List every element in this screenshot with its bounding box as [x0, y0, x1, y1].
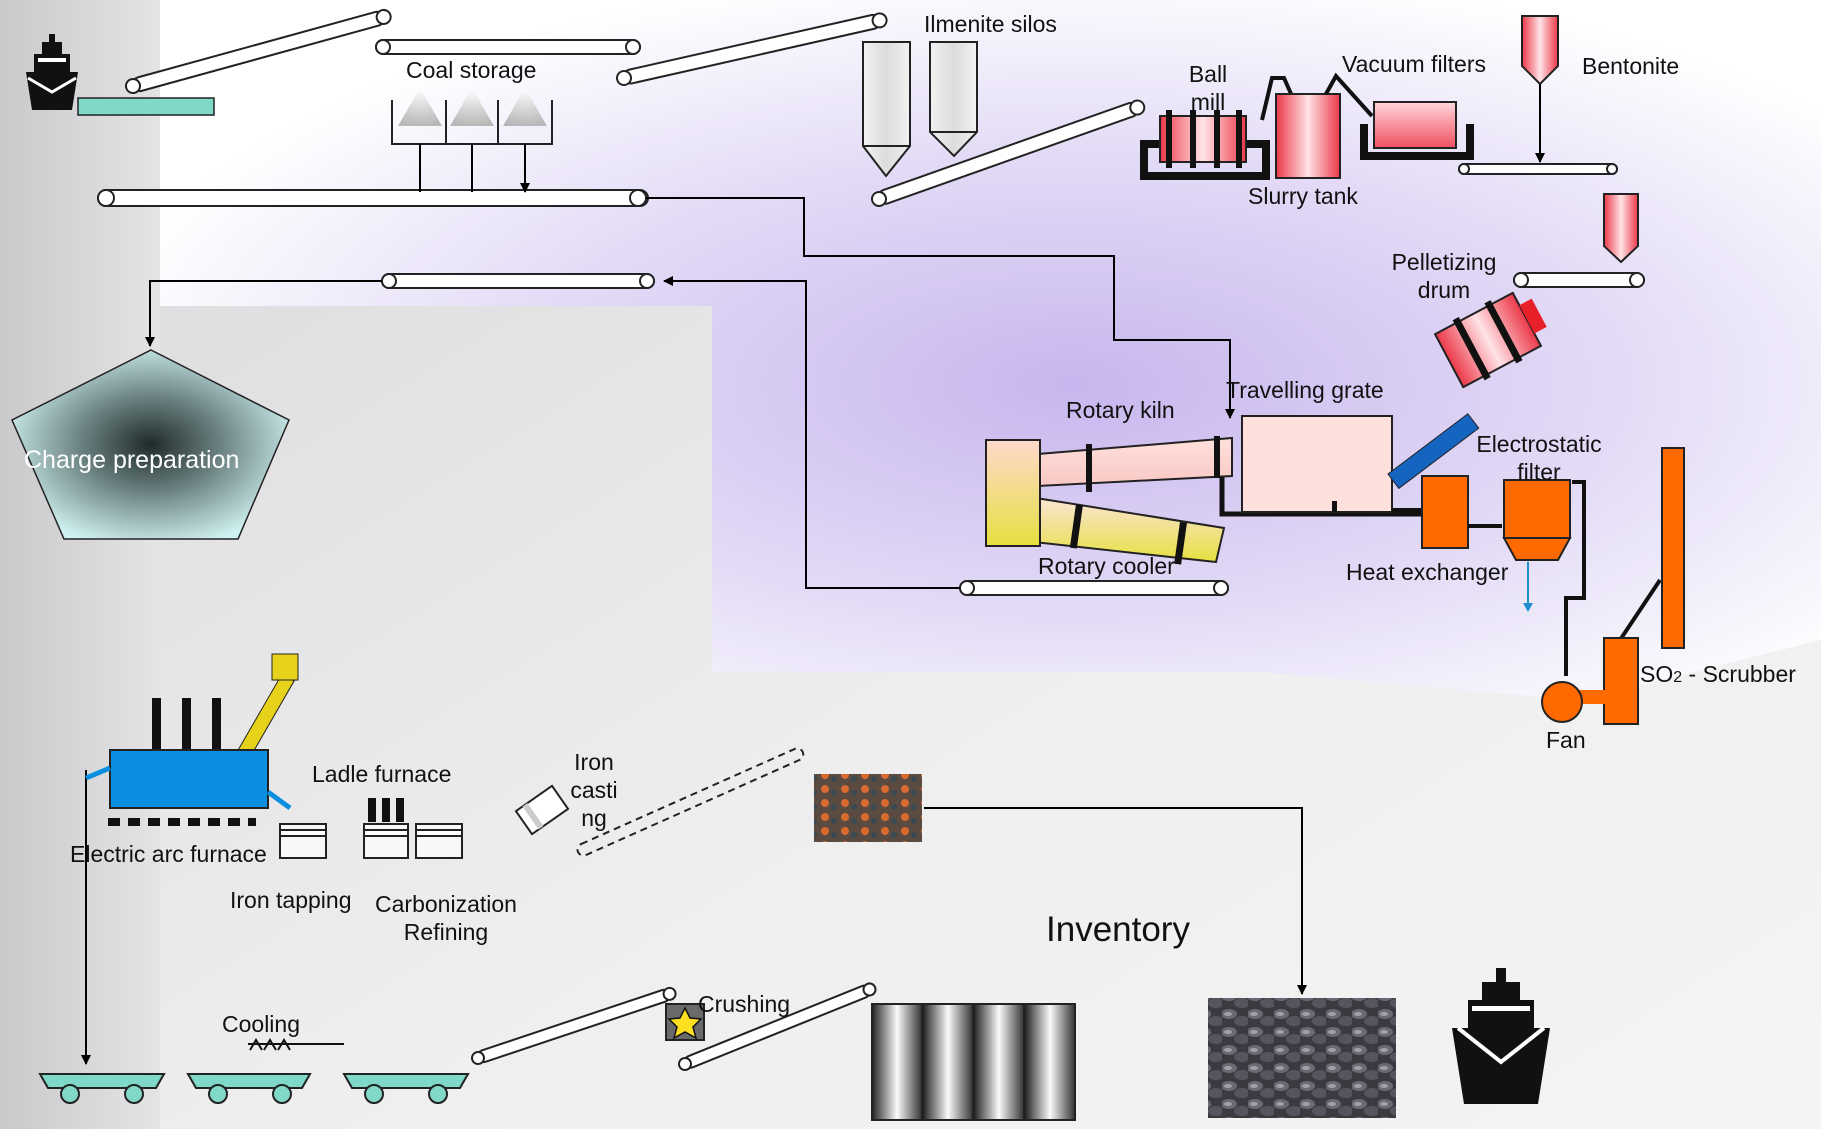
ball-mill-label-line: Ball [1188, 61, 1228, 87]
conveyor-belt [1513, 272, 1645, 288]
fan-label: Fan [1546, 727, 1586, 753]
iron-tapping-label: Iron tapping [230, 887, 352, 913]
fan-unit [1541, 681, 1583, 723]
dock-platform [77, 97, 215, 116]
ladle [279, 823, 463, 859]
conveyor-belts [97, 8, 1645, 1071]
inventory-label: Inventory [1046, 910, 1190, 949]
conveyor-belt [1458, 163, 1618, 175]
gas-duct [1564, 480, 1586, 676]
bentonite-hopper [1521, 15, 1559, 163]
flow-lines [81, 197, 1307, 1065]
ship-icon [1452, 968, 1550, 1104]
rotary-kiln-label: Rotary kiln [1066, 397, 1175, 423]
casting-conveyor [576, 747, 805, 857]
kiln-feed-box [985, 439, 1041, 547]
conveyor-belt [375, 39, 641, 55]
slurry-tank-label: Slurry tank [1248, 183, 1358, 209]
pelletizing-drum-label-line: Pelletizing [1391, 249, 1497, 275]
carbonization-refining-label-line: Carbonization [375, 891, 517, 917]
charge-preparation-pentagon [11, 349, 290, 540]
pelletizing-drum-label: Pelletizing drum [1384, 248, 1504, 304]
ball-mill-label: Ball mill [1182, 60, 1234, 116]
electric-arc-furnace-label: Electric arc furnace [70, 841, 267, 867]
rotary-kiln [1037, 436, 1233, 492]
charge-preparation-label: Charge preparation [24, 446, 240, 474]
iron-casting-label-line: ng [581, 805, 607, 831]
so2-scrubber-label-prefix: SO [1640, 661, 1674, 687]
electrostatic-filter-unit [1502, 479, 1572, 561]
vacuum-filters-label: Vacuum filters [1342, 51, 1487, 77]
ladle-electrodes [368, 798, 404, 822]
stack [1661, 447, 1685, 649]
storage-silos [871, 1003, 1076, 1121]
hot-pellets-image [814, 774, 922, 842]
crushing-label: Crushing [698, 991, 791, 1017]
electrostatic-filter-label-line: filter [1517, 459, 1561, 485]
star-icon [667, 1006, 703, 1040]
iron-casting-mold [514, 784, 570, 836]
iron-casting-label-line: Iron [574, 749, 614, 775]
iron-casting-label: Iron casti ng [562, 748, 626, 832]
ilmenite-silos [862, 41, 978, 178]
vacuum-filter [1360, 101, 1474, 160]
ball-mill-label-line: mill [1190, 89, 1226, 115]
ladle-furnace-label: Ladle furnace [312, 761, 452, 787]
gas-duct [1618, 578, 1662, 642]
cooling-sprays [248, 1038, 344, 1051]
carbonization-refining-label: Carbonization Refining [368, 890, 524, 946]
pipe [1260, 76, 1294, 121]
coal-storage-hoppers [391, 88, 553, 192]
travelling-grate-label: Travelling grate [1226, 377, 1384, 403]
bentonite-hopper [1603, 193, 1639, 264]
electric-arc-furnace [85, 653, 299, 826]
conveyor-belt [959, 580, 1229, 596]
pipe [1324, 72, 1374, 118]
pelletizing-drum [1433, 291, 1547, 389]
ball-mill [1140, 110, 1270, 180]
conveyor-belt [125, 8, 392, 94]
conveyor-belt [97, 189, 649, 207]
conveyor-belt [381, 273, 655, 289]
carbonization-refining-label-line: Refining [403, 919, 489, 945]
coal-storage-label: Coal storage [406, 57, 537, 83]
electrostatic-filter-label: Electrostatic filter [1464, 430, 1614, 486]
travelling-grate [1219, 415, 1424, 517]
rotary-cooler-label: Rotary cooler [1038, 553, 1175, 579]
so2-scrubber-unit [1603, 637, 1639, 725]
crusher-icon [665, 1003, 705, 1041]
dust-outlet-arrow [1523, 603, 1533, 612]
conveyor-belt [616, 12, 888, 86]
cooling-carts [38, 1073, 470, 1104]
conveyor-belt [871, 99, 1146, 207]
pelletizing-drum-label-line: drum [1417, 277, 1471, 303]
conveyor-belt [471, 986, 677, 1065]
conveyor-belt [678, 982, 877, 1071]
so2-scrubber-label: SO2 - Scrubber [1640, 660, 1796, 692]
slurry-tank [1275, 93, 1341, 179]
ship-icon [26, 34, 78, 110]
so2-scrubber-label-subscript: 2 [1673, 669, 1683, 686]
so2-scrubber-label-suffix: - Scrubber [1682, 661, 1796, 687]
bentonite-label: Bentonite [1582, 53, 1680, 79]
iron-casting-label-line: casti [570, 777, 618, 803]
electrostatic-filter-label-line: Electrostatic [1476, 431, 1602, 457]
heat-exchanger-unit [1421, 475, 1469, 549]
ilmenite-silos-label: Ilmenite silos [924, 11, 1057, 37]
heat-exchanger-label: Heat exchanger [1346, 559, 1509, 585]
pellet-pile-image [1208, 998, 1396, 1118]
conveyor-chute [1387, 413, 1480, 490]
cooling-label: Cooling [222, 1011, 300, 1037]
